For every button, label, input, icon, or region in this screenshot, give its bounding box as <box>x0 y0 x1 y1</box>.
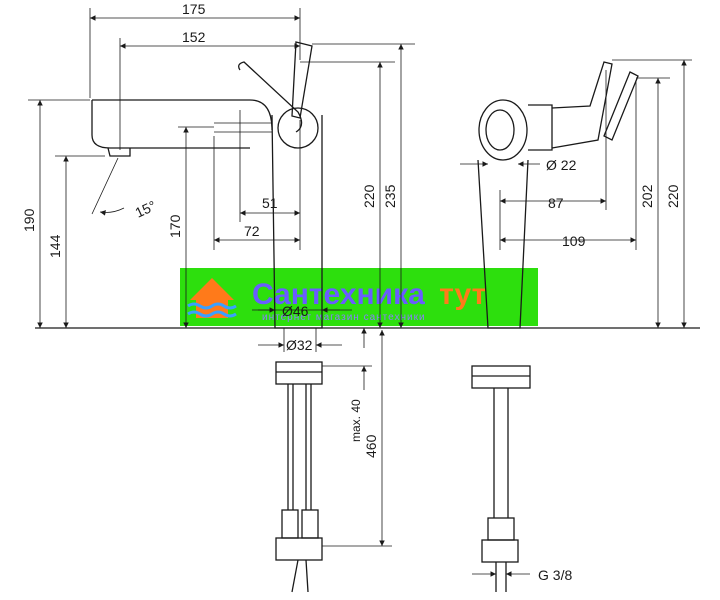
dimension-lines <box>28 8 692 577</box>
dim-87: 87 <box>548 195 564 211</box>
dim-72: 72 <box>244 223 260 239</box>
dim-15-degrees: 15° <box>133 197 159 220</box>
house-logo-icon <box>187 278 237 318</box>
front-view <box>35 41 700 593</box>
dim-diameter-32: Ø32 <box>286 337 313 353</box>
dim-202: 202 <box>639 184 655 208</box>
watermark-brand-primary: Сантехника <box>252 278 425 311</box>
dim-51: 51 <box>262 195 278 211</box>
watermark-brand: Сантехника тут <box>252 278 486 311</box>
dim-diameter-22: Ø 22 <box>546 157 577 173</box>
dim-109: 109 <box>562 233 586 249</box>
side-view <box>471 61 639 592</box>
dim-max-40: max. 40 <box>349 399 363 442</box>
watermark: Сантехника тут интернет магазин сантехни… <box>180 268 538 326</box>
watermark-subtitle: интернет магазин сантехники <box>262 312 426 323</box>
dim-220-side: 220 <box>665 184 681 208</box>
dim-190: 190 <box>21 208 37 232</box>
dim-175: 175 <box>182 1 206 17</box>
dim-144: 144 <box>47 234 63 258</box>
dim-152: 152 <box>182 29 206 45</box>
dimension-labels: 175 152 190 144 15° 170 51 72 220 235 Ø4… <box>21 1 681 583</box>
watermark-band <box>180 268 538 326</box>
dim-460: 460 <box>363 434 379 458</box>
dim-235: 235 <box>382 184 398 208</box>
dim-170: 170 <box>167 214 183 238</box>
dim-diameter-46: Ø46 <box>282 303 309 319</box>
watermark-brand-secondary: тут <box>439 278 486 311</box>
dim-220-front: 220 <box>361 184 377 208</box>
dim-thread-g38: G 3/8 <box>538 567 572 583</box>
